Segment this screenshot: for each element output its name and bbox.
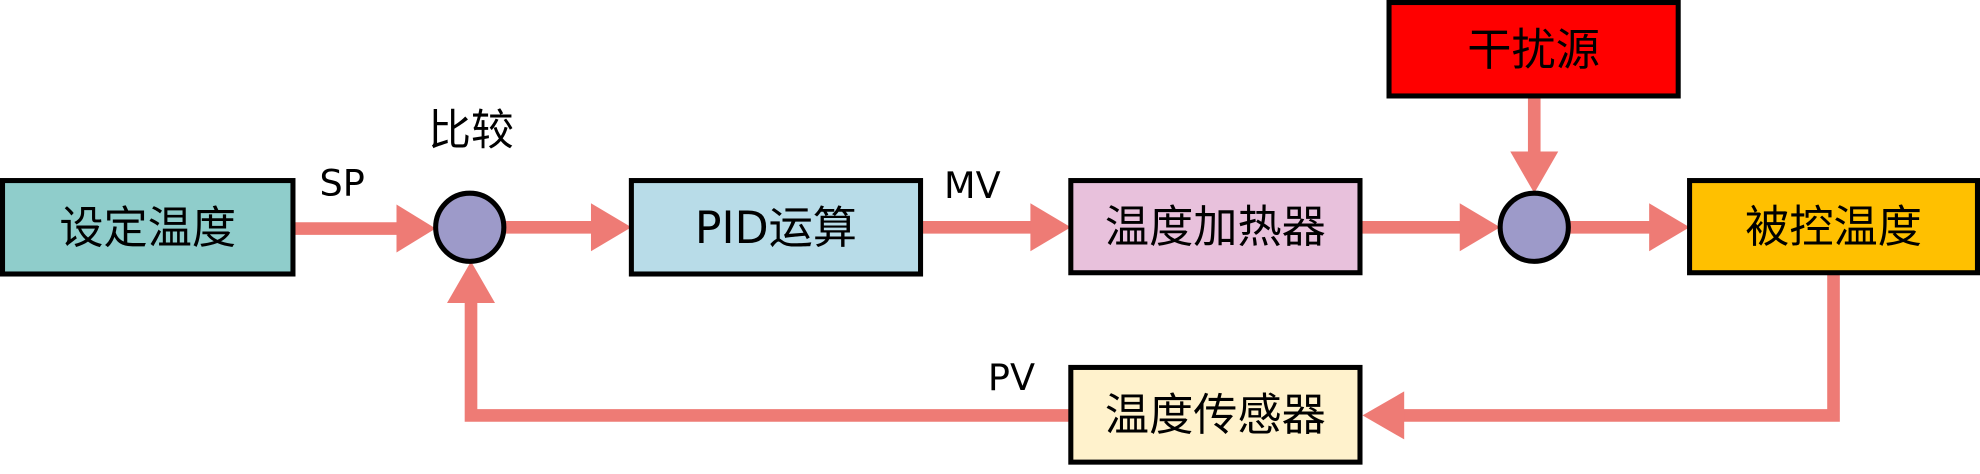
- arrow-setpoint-to-comparator: [292, 204, 436, 253]
- signal-label-sp: SP: [320, 162, 365, 205]
- disturbance-block: 干扰源: [1386, 0, 1681, 99]
- arrow-disturbance-to-summing-junction: [1510, 95, 1559, 194]
- arrow-comparator-to-pid: [503, 203, 632, 252]
- comparator-junction: [433, 190, 507, 264]
- arrow-heater-to-summing-junction: [1359, 203, 1501, 252]
- heater-label: 温度加热器: [1105, 202, 1326, 253]
- signal-label-mv: MV: [944, 164, 1001, 207]
- arrow-summing-junction-to-controlled: [1568, 203, 1690, 252]
- sensor-label: 温度传感器: [1105, 390, 1326, 441]
- controlled-temperature-block: 被控温度: [1687, 178, 1980, 276]
- sensor-block: 温度传感器: [1068, 364, 1363, 465]
- disturbance-label: 干扰源: [1467, 25, 1600, 76]
- arrow-controlled-to-sensor: [1362, 272, 1840, 440]
- pid-label: PID运算: [695, 203, 857, 254]
- heater-block: 温度加热器: [1068, 178, 1363, 276]
- arrow-sensor-to-comparator-feedback: [447, 261, 1071, 422]
- arrow-pid-to-heater: [920, 203, 1071, 252]
- comparator-label: 比较: [428, 106, 514, 156]
- setpoint-label: 设定温度: [59, 203, 236, 254]
- summing-junction: [1497, 190, 1571, 264]
- setpoint-block: 设定温度: [0, 178, 296, 277]
- pid-block: PID运算: [628, 178, 924, 277]
- controlled-temperature-label: 被控温度: [1745, 202, 1922, 253]
- signal-label-pv: PV: [988, 356, 1035, 399]
